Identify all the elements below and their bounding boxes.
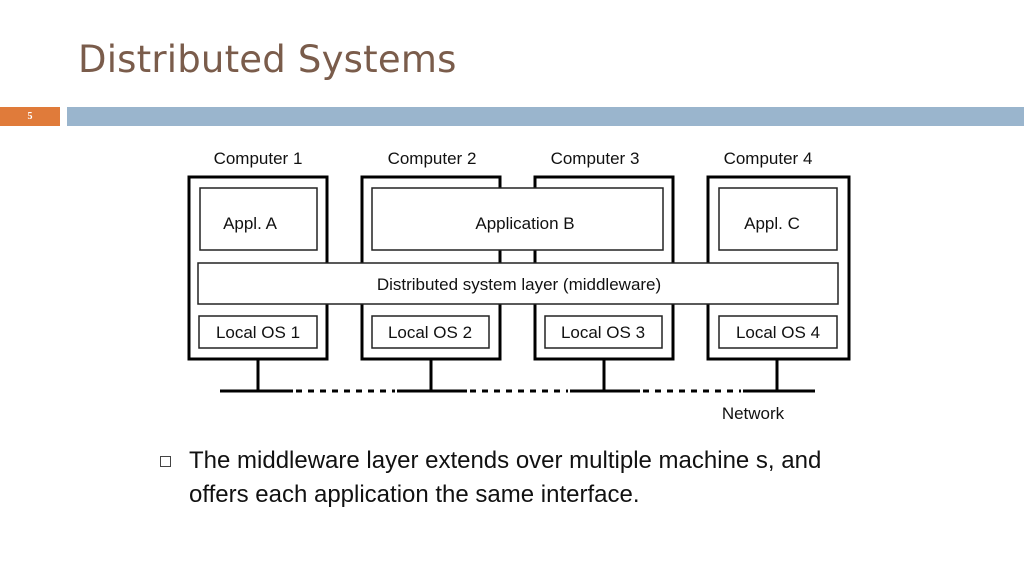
middleware-label: Distributed system layer (middleware) bbox=[377, 275, 661, 294]
application-c-label: Appl. C bbox=[744, 214, 800, 233]
local-os-3-box bbox=[544, 315, 663, 349]
square-bullet-icon bbox=[160, 456, 171, 467]
slide-number: 5 bbox=[27, 111, 33, 122]
application-a-label: Appl. A bbox=[223, 214, 278, 233]
local-os-1-label: Local OS 1 bbox=[216, 323, 300, 342]
slide-number-badge: 5 bbox=[0, 107, 60, 126]
application-b-box bbox=[371, 187, 664, 251]
computer-2-label: Computer 2 bbox=[388, 149, 477, 168]
application-a-box bbox=[199, 187, 318, 251]
bullet-text: The middleware layer extends over multip… bbox=[189, 447, 822, 508]
network-label: Network bbox=[722, 404, 785, 423]
title-divider-bar bbox=[67, 107, 1024, 126]
local-os-4-label: Local OS 4 bbox=[736, 323, 820, 342]
middleware-layer-box bbox=[197, 262, 839, 305]
computer-3-label: Computer 3 bbox=[551, 149, 640, 168]
local-os-4-box bbox=[718, 315, 838, 349]
local-os-2-box bbox=[371, 315, 490, 349]
computer-4-label: Computer 4 bbox=[724, 149, 813, 168]
computer-1-label: Computer 1 bbox=[214, 149, 303, 168]
application-b-label: Application B bbox=[475, 214, 574, 233]
slide-title: Distributed Systems bbox=[78, 38, 457, 81]
local-os-2-label: Local OS 2 bbox=[388, 323, 472, 342]
application-c-box bbox=[718, 187, 838, 251]
local-os-3-label: Local OS 3 bbox=[561, 323, 645, 342]
local-os-1-box bbox=[198, 315, 318, 349]
bullet-point: The middleware layer extends over multip… bbox=[160, 444, 880, 512]
